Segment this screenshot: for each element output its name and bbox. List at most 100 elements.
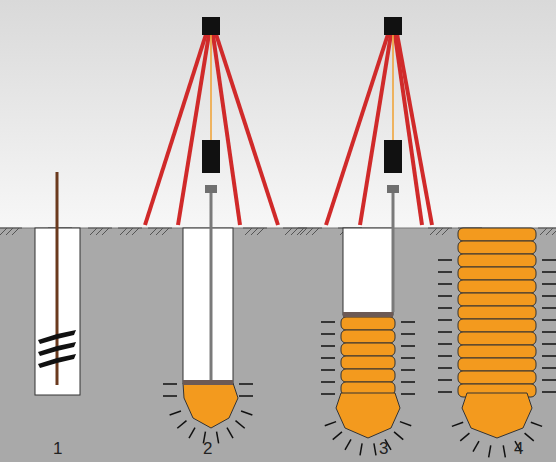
compaction-marks [163,260,556,457]
spike [321,345,335,347]
hatch-stroke [430,228,437,235]
spike [401,393,415,395]
concrete-ring [458,267,536,280]
spike [473,441,479,451]
hatch-stroke [126,228,133,235]
concrete-bulb [462,393,532,438]
hatch-stroke [0,228,7,235]
spike [542,355,556,357]
spike [321,333,335,335]
concrete-ring [458,228,536,241]
drop-hammer [384,140,402,173]
sky [0,0,556,228]
auger-rod [56,172,59,385]
concrete-ring [341,317,395,330]
concrete-ring [458,280,536,293]
spike [525,433,534,441]
hatch-stroke [436,228,443,235]
hatch-stroke [552,228,556,235]
hatch-stroke [243,228,267,229]
spike [321,393,335,395]
hatch-stroke [88,228,112,229]
tripod [326,28,432,225]
hatch-stroke [12,228,19,235]
spike [236,421,245,429]
hatch-stroke [538,228,556,229]
spike [438,355,452,357]
hatch-stroke [306,228,313,235]
spike [163,383,177,385]
spike [333,432,342,440]
spike [503,445,505,457]
hatch-stroke [96,228,103,235]
spike [400,422,411,426]
concrete-ring [341,343,395,356]
concrete-ring [458,241,536,254]
spike [438,391,452,393]
spike [401,333,415,335]
spike [438,259,452,261]
hatch-stroke [148,228,172,229]
spike [438,343,452,345]
spike [438,295,452,297]
hatch-stroke [245,228,252,235]
concrete-ring [341,330,395,343]
concrete-bulb [336,393,400,438]
spike [542,343,556,345]
spike [489,445,491,457]
spike [241,411,252,415]
hatch-stroke [132,228,139,235]
hatch-stroke [546,228,553,235]
spike [394,432,403,440]
spike [321,369,335,371]
hatch-stroke [540,228,547,235]
spike [438,379,452,381]
casing [343,228,393,315]
hatch-stroke [251,228,258,235]
pulley-head [202,17,220,35]
spike [531,422,542,426]
spike [401,381,415,383]
spike [217,432,219,444]
concrete-ring [458,345,536,358]
hatch-stroke [298,228,322,229]
spike [239,383,253,385]
spike [438,331,452,333]
spike [321,321,335,323]
ground [0,228,556,462]
hatch-stroke [428,228,452,229]
pulley-head [384,17,402,35]
concrete-ring [458,332,536,345]
concrete-ring [458,319,536,332]
spike [542,307,556,309]
concrete-bulb [183,383,238,428]
ram-rod [392,193,395,312]
spike [542,367,556,369]
cable [392,35,394,140]
spike [542,295,556,297]
plug [183,380,233,385]
spike [177,421,186,429]
hatch-stroke [442,228,449,235]
spike [542,319,556,321]
spike [542,379,556,381]
spike [189,428,195,438]
spike [321,357,335,359]
concrete-ring [458,371,536,384]
hatch-stroke [118,228,142,229]
step-number: 1 [53,440,62,457]
spike [460,433,469,441]
concrete-pile [458,228,536,438]
step-number: 3 [379,440,388,457]
hatch-stroke [6,228,13,235]
spike [401,357,415,359]
plug [343,312,393,317]
spike [170,411,181,415]
concrete-ring [458,306,536,319]
hatch-stroke [257,228,264,235]
spike [542,391,556,393]
hatch-stroke [0,228,22,229]
spike [227,428,233,438]
spike [438,283,452,285]
